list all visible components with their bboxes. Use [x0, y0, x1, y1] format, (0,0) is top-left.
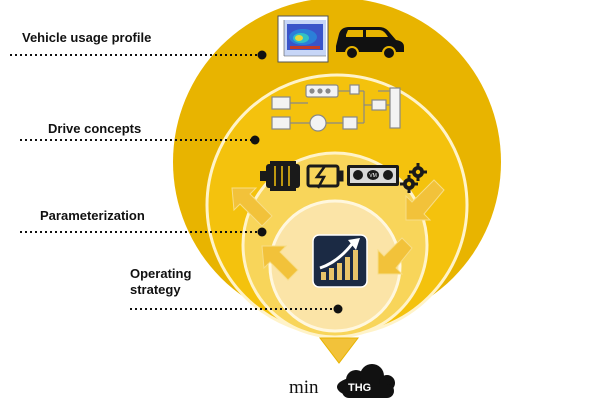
battery-icon — [306, 164, 344, 189]
block-diagram-icon — [271, 84, 401, 132]
objective-min: min — [289, 377, 319, 398]
svg-text:VM: VM — [369, 173, 377, 179]
objective-thg: THG — [348, 382, 372, 394]
down-arrow-icon — [318, 337, 360, 364]
leader-dot-param — [257, 227, 267, 237]
strategy-growth-icon — [312, 234, 368, 288]
heatmap-plot-icon — [277, 15, 329, 63]
label-vehicle-usage-profile: Vehicle usage profile — [22, 30, 152, 45]
leader-dot-drive — [250, 135, 260, 145]
arrow-down-left-inner — [377, 237, 413, 275]
leader-dot-oper — [333, 304, 343, 314]
engine-icon: VM — [347, 165, 399, 186]
block-arrows — [231, 179, 445, 281]
motor-icon — [260, 161, 300, 191]
arrow-up-left-inner — [261, 245, 299, 281]
arrow-up-left-outer — [231, 187, 273, 227]
car-icon — [336, 27, 404, 60]
label-drive-concepts: Drive concepts — [48, 121, 142, 136]
label-parameterization: Parameterization — [40, 208, 145, 223]
arrow-down-left-outer — [405, 179, 445, 221]
label-operating-strategy: Operating strategy — [130, 266, 192, 297]
leader-dot-usage — [257, 50, 267, 60]
cloud-icon — [337, 364, 395, 398]
gears-icon — [400, 163, 427, 193]
leader-lines — [10, 54, 338, 310]
